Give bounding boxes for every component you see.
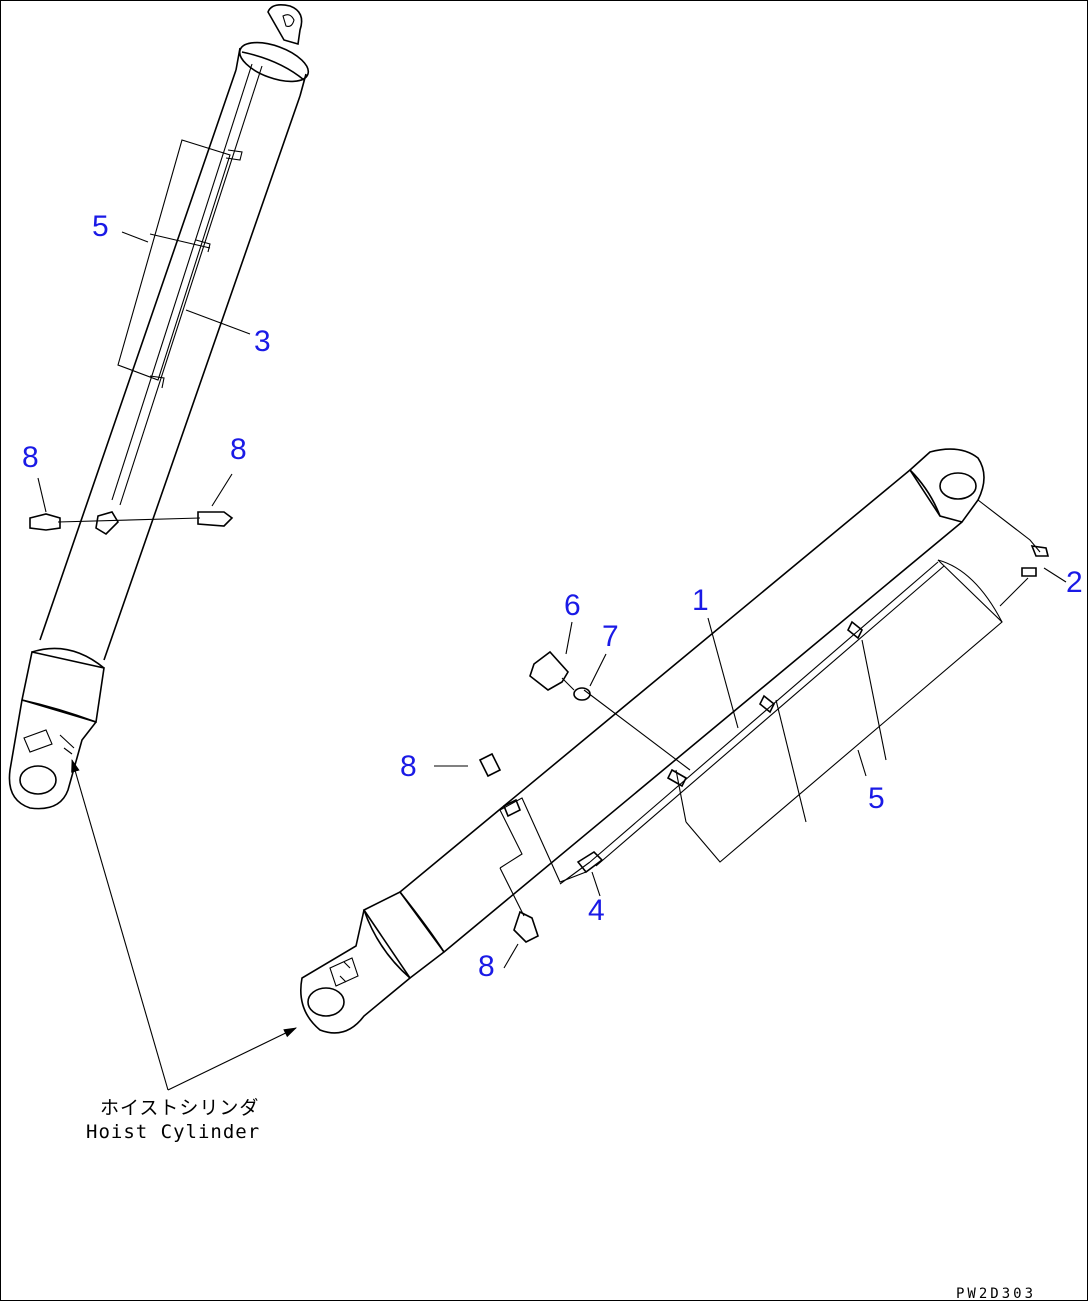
callout-3: 3 [254, 325, 271, 358]
callout-6: 6 [564, 589, 581, 622]
callout-4: 4 [588, 894, 605, 927]
callout-2: 2 [1066, 566, 1083, 599]
callout-labels: 5 3 8 8 2 1 6 7 8 5 4 8 [22, 210, 1083, 983]
leader-lines [37, 231, 1067, 1091]
callout-7: 7 [602, 620, 619, 653]
callout-5-right: 5 [868, 782, 885, 815]
hoist-cylinder-caption: ホイストシリンダ Hoist Cylinder [86, 1097, 260, 1143]
caption-japanese: ホイストシリンダ [100, 1097, 259, 1119]
right-hoist-cylinder [300, 448, 1050, 1034]
caption-english: Hoist Cylinder [86, 1121, 260, 1143]
callout-8-left-b: 8 [230, 433, 247, 466]
callout-8-left-a: 8 [22, 441, 39, 474]
left-hoist-cylinder [8, 4, 310, 810]
drawing-code: PW2D303 [956, 1286, 1036, 1302]
callout-8-right-a: 8 [400, 750, 417, 783]
callout-8-right-b: 8 [478, 950, 495, 983]
callout-5-left: 5 [92, 210, 109, 243]
callout-1: 1 [692, 584, 709, 617]
